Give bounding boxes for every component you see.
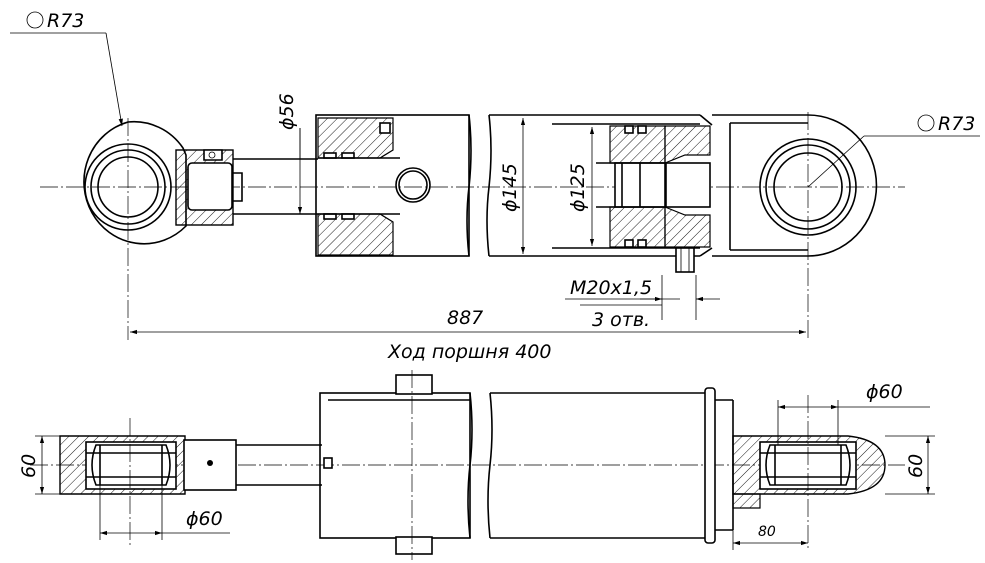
bore-diameter-label: ϕ125 bbox=[567, 163, 589, 212]
radius-right-label: R73 bbox=[938, 113, 975, 135]
rod-diameter-label: ϕ56 bbox=[276, 93, 298, 130]
piston-rod bbox=[233, 158, 318, 215]
total-length-label: 887 bbox=[447, 307, 483, 329]
eye-diameter-bottom-label: ϕ60 bbox=[186, 508, 223, 530]
cylinder-body-right bbox=[489, 114, 713, 273]
bottom-right-diameter-dimension: ϕ60 bbox=[777, 381, 930, 445]
total-length-dimension: 887 bbox=[130, 307, 806, 335]
break-line-left bbox=[466, 114, 472, 257]
outer-diameter-label: ϕ145 bbox=[499, 163, 521, 212]
bottom-left-diameter-dimension: ϕ60 bbox=[99, 485, 230, 540]
left-rod-eye bbox=[83, 118, 243, 340]
bottom-offset-dimension: 80 bbox=[732, 524, 808, 550]
bottom-right-eye bbox=[732, 395, 886, 548]
radius-right-callout: R73 bbox=[807, 113, 980, 188]
port-count-label: 3 отв. bbox=[592, 309, 650, 331]
bottom-left-width-dimension: 60 bbox=[18, 435, 60, 495]
bottom-piston-rod bbox=[236, 444, 333, 486]
break-line-right bbox=[486, 114, 492, 257]
cylinder-body-left bbox=[315, 114, 470, 257]
radius-left-label: R73 bbox=[47, 10, 84, 32]
eye-width-right-label: 60 bbox=[905, 454, 927, 478]
bottom-cylinder-body bbox=[319, 370, 734, 560]
port-thread-label: M20x1,5 bbox=[570, 277, 652, 299]
eye-diameter-top-label: ϕ60 bbox=[866, 381, 903, 403]
eye-offset-label: 80 bbox=[758, 524, 776, 540]
eye-width-left-label: 60 bbox=[18, 454, 40, 478]
bottom-view: 60 ϕ60 ϕ60 60 80 bbox=[18, 370, 935, 560]
outer-diameter-dimension: ϕ145 bbox=[499, 118, 526, 254]
top-view: ϕ56 bbox=[10, 10, 980, 363]
stroke-label: Ход поршня 400 bbox=[387, 341, 551, 363]
port-thread-callout: M20x1,5 3 отв. bbox=[565, 275, 720, 331]
right-cap-eye bbox=[712, 112, 878, 340]
bore-diameter-dimension: ϕ125 bbox=[567, 126, 595, 246]
bottom-left-eye bbox=[59, 418, 237, 548]
bottom-right-width-dimension: 60 bbox=[885, 435, 935, 495]
radius-left-callout: R73 bbox=[10, 10, 123, 127]
rod-diameter-dimension: ϕ56 bbox=[276, 93, 303, 214]
